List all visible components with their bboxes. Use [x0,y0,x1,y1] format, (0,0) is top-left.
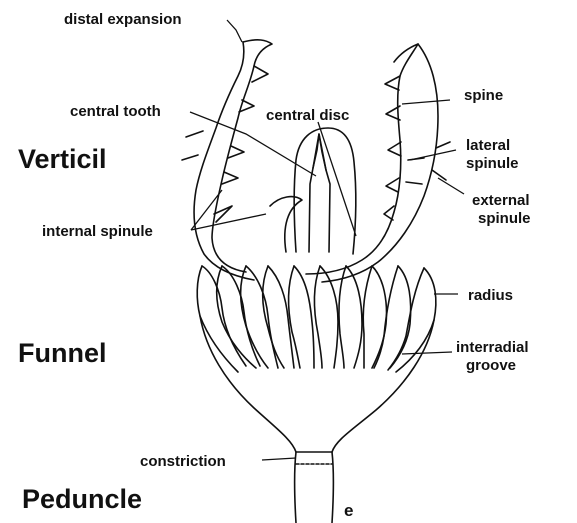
label-interradial-groove-line1: interradial [456,339,529,356]
constriction-shape [296,452,332,464]
label-external-spinule-line2: spinule [478,210,531,227]
label-lateral-spinule-line2: spinule [466,155,519,172]
label-distal-expansion: distal expansion [64,11,182,28]
label-constriction: constriction [140,453,226,470]
funnel-outline [200,316,434,452]
label-external-spinule-line1: external [472,192,530,209]
funnel-radii [197,266,436,372]
leader-lines [190,20,464,460]
label-internal-spinule: internal spinule [42,223,153,240]
peduncle-stalk [295,452,334,523]
internal-spinule-hook [270,197,302,252]
section-title-peduncle: Peduncle [22,484,142,514]
label-radius: radius [468,287,513,304]
label-central-disc: central disc [266,107,349,124]
label-lateral-spinule-line1: lateral [466,137,510,154]
label-central-tooth: central tooth [70,103,161,120]
label-interradial-groove-line2: groove [466,357,516,374]
right-arm [306,44,450,282]
label-spine: spine [464,87,503,104]
central-disc-shape [294,128,356,254]
central-tooth-shape [309,134,330,252]
panel-letter: e [344,501,353,520]
section-title-verticil: Verticil [18,144,107,174]
left-arm [182,40,272,280]
section-title-funnel: Funnel [18,338,107,368]
